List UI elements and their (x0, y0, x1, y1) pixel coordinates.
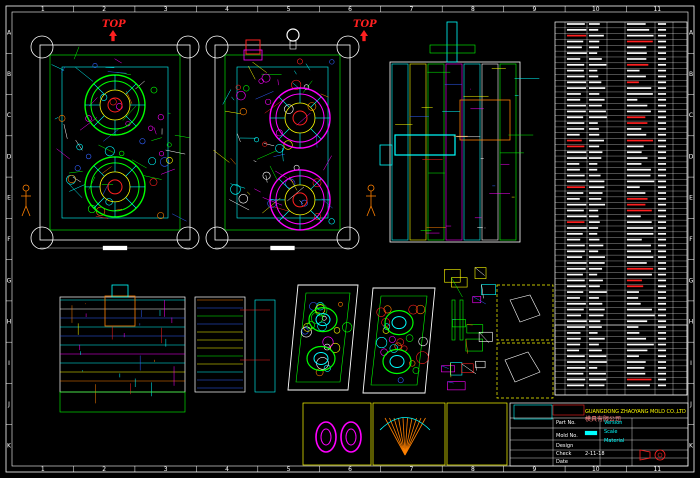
scale-figure (21, 184, 31, 217)
mold-plan-view-center (205, 35, 360, 251)
mold-side-section-view (379, 21, 540, 243)
mold-right-section-view (194, 296, 276, 393)
parts-list-table (554, 21, 688, 396)
mold-plan-view-left (30, 35, 200, 251)
exploded-parts-view (441, 267, 496, 391)
isometric-view-2 (362, 287, 436, 394)
detail-boxes (302, 284, 554, 466)
top-arrow (360, 30, 368, 42)
top-arrow (109, 30, 117, 42)
title-block-frame (509, 402, 689, 467)
scale-figure (366, 184, 376, 217)
isometric-view-1 (287, 284, 359, 391)
drawing-frame (5, 5, 695, 473)
hoist-ring-and-nozzle (243, 28, 300, 61)
mold-front-section-view (59, 284, 186, 413)
